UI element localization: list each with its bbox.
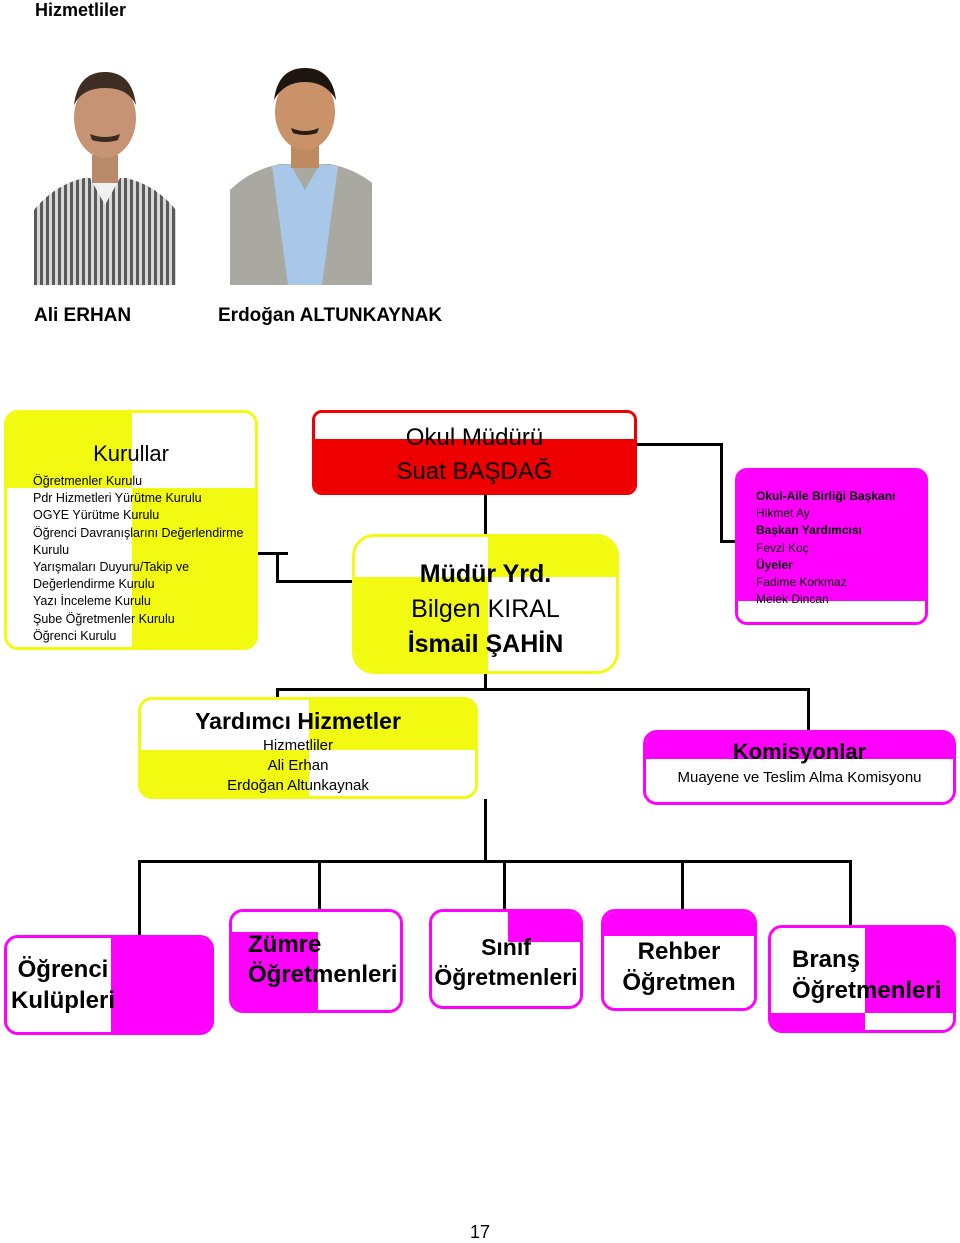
rehber-line: Öğretmen xyxy=(622,969,736,996)
yardimci-name: Ali Erhan xyxy=(267,757,329,774)
connector-line xyxy=(484,799,487,861)
mudur-role: Okul Müdürü xyxy=(405,424,544,451)
connector-line xyxy=(318,860,321,911)
connector-line xyxy=(138,860,141,937)
staff-photo-2 xyxy=(230,60,372,285)
komisyonlar-box: Komisyonlar Muayene ve Teslim Alma Komis… xyxy=(643,730,956,805)
page-number: 17 xyxy=(469,1222,491,1242)
connector-line xyxy=(138,860,852,863)
okul-aile-box: Okul-Aile Birliği Başkanı Hikmet Ay Başk… xyxy=(735,468,928,625)
connector-line xyxy=(276,688,279,700)
kurullar-item: Öğrenci Kurulu xyxy=(33,628,117,643)
connector-line xyxy=(276,552,279,582)
zumre-line: Öğretmenleri xyxy=(248,961,398,988)
kurullar-item: Öğretmenler Kurulu xyxy=(33,474,143,488)
connector-line xyxy=(484,674,487,690)
okul-aile-president: Hikmet Ay xyxy=(756,506,810,521)
okul-aile-vice-label: Başkan Yardımcısı xyxy=(756,523,862,538)
kurullar-item: Şube Öğretmenler Kurulu xyxy=(33,611,175,626)
connector-line xyxy=(484,494,487,536)
connector-line xyxy=(503,860,506,911)
yardimci-name: Erdoğan Altunkaynak xyxy=(227,777,369,794)
kurullar-item: OGYE Yürütme Kurulu xyxy=(33,508,160,523)
kurullar-item: Değerlendirme Kurulu xyxy=(33,577,155,592)
kurullar-item: Yazı İnceleme Kurulu xyxy=(33,594,151,609)
yardimci-title: Yardımcı Hizmetler xyxy=(195,708,401,734)
okul-aile-president-label: Okul-Aile Birliği Başkanı xyxy=(756,489,896,503)
connector-line xyxy=(258,552,288,555)
mudur-yrd-role: Müdür Yrd. xyxy=(419,560,552,588)
connector-line xyxy=(720,540,735,543)
mudur-box: Okul Müdürü Suat BAŞDAĞ xyxy=(312,410,637,495)
kurullar-item: Öğrenci Davranışlarını Değerlendirme xyxy=(33,525,244,540)
yardimci-hizmetler-box: Yardımcı Hizmetler Hizmetliler Ali Erhan… xyxy=(138,697,478,799)
yardimci-subtitle: Hizmetliler xyxy=(262,737,333,754)
okul-aile-vice: Fevzi Koç xyxy=(756,540,809,555)
connector-line xyxy=(276,688,810,691)
connector-line xyxy=(681,860,684,911)
brans-ogretmenleri-box: Branş Öğretmenleri xyxy=(768,925,956,1033)
mudur-yrd-name: İsmail ŞAHİN xyxy=(407,630,564,658)
staff-name-2: Erdoğan ALTUNKAYNAK xyxy=(218,305,443,326)
connector-line xyxy=(807,688,810,732)
connector-line xyxy=(276,580,352,583)
kurullar-box: Kurullar Öğretmenler Kurulu Pdr Hizmetle… xyxy=(4,410,258,650)
kurullar-title: Kurullar xyxy=(93,441,169,466)
komisyonlar-item: Muayene ve Teslim Alma Komisyonu xyxy=(677,769,922,786)
connector-line xyxy=(637,443,723,446)
rehber-ogretmen-box: Rehber Öğretmen xyxy=(601,909,757,1011)
staff-photo-1 xyxy=(34,60,176,285)
okul-aile-member: Fadime Korkmaz xyxy=(756,575,847,590)
mudur-name: Suat BAŞDAĞ xyxy=(396,458,553,485)
connector-line xyxy=(720,443,723,543)
okul-aile-members-label: Üyeler xyxy=(756,557,793,572)
okul-aile-member: Melek Dincan xyxy=(756,592,829,607)
brans-line: Öğretmenleri xyxy=(792,977,942,1004)
staff-name-1: Ali ERHAN xyxy=(34,305,132,326)
komisyonlar-title: Komisyonlar xyxy=(732,739,867,764)
kurullar-item: Kurulu xyxy=(33,542,70,557)
zumre-ogretmenleri-box: Zümre Öğretmenleri xyxy=(229,909,403,1013)
ogrenci-kulupleri-line: Kulüpleri xyxy=(10,987,115,1014)
sinif-line: Sınıf xyxy=(481,934,531,960)
sinif-ogretmenleri-box: Sınıf Öğretmenleri xyxy=(429,909,583,1009)
mudur-yrd-name: Bilgen KIRAL xyxy=(411,595,560,623)
rehber-line: Rehber xyxy=(637,938,721,965)
ogrenci-kulupleri-line: Öğrenci xyxy=(17,956,109,983)
brans-line: Branş xyxy=(792,946,861,973)
mudur-yrd-box: Müdür Yrd. Bilgen KIRAL İsmail ŞAHİN xyxy=(352,534,619,674)
zumre-line: Zümre xyxy=(248,931,322,958)
kurullar-item: Pdr Hizmetleri Yürütme Kurulu xyxy=(33,491,202,506)
section-title: Hizmetliler xyxy=(35,0,127,20)
kurullar-item: Yarışmaları Duyuru/Takip ve xyxy=(33,560,190,575)
ogrenci-kulupleri-box: Öğrenci Kulüpleri xyxy=(4,935,214,1035)
connector-line xyxy=(849,860,852,927)
sinif-line: Öğretmenleri xyxy=(434,964,578,990)
